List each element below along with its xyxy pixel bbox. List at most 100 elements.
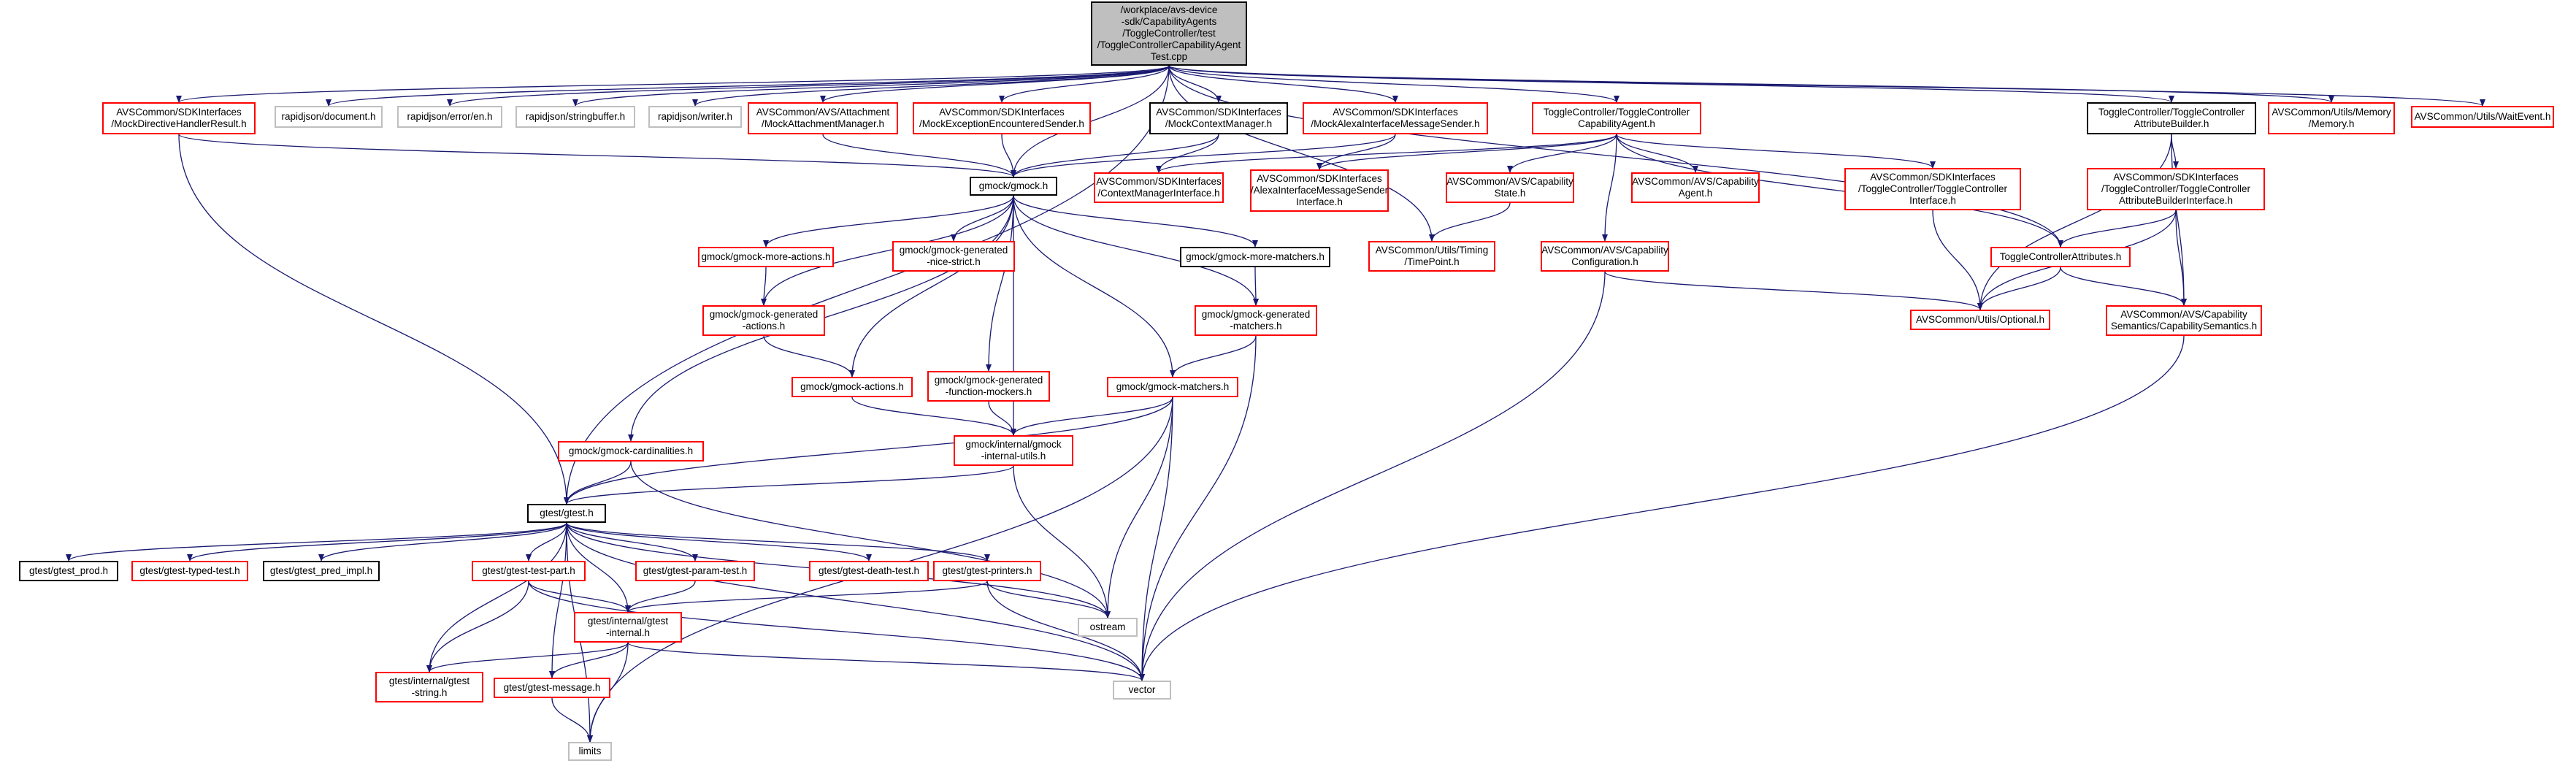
edge-n_gmock-to-n_genmatchers [1013,195,1259,306]
node-gtest-message[interactable]: gtest/gtest-message.h [494,678,610,698]
node-mock-alexa-interface-message-sender[interactable]: AVSCommon/SDKInterfaces /MockAlexaInterf… [1303,102,1488,134]
node-timing-time-point[interactable]: AVSCommon/Utils/Timing /TimePoint.h [1368,241,1495,272]
node-gtest-internal-string[interactable]: gtest/internal/gtest -string.h [375,672,483,702]
node-capability-agent[interactable]: AVSCommon/AVS/Capability Agent.h [1631,172,1760,203]
edge-n_attrbuilderif-to-n_capsemantics [2175,210,2187,306]
node-capability-state[interactable]: AVSCommon/AVS/Capability State.h [1446,172,1574,203]
edge-n_root-to-n_gmock [1011,65,1170,177]
edge-n_capstate-to-n_timepoint [1429,202,1511,242]
edge-n_root-to-n_memory [1168,65,2334,103]
node-gtest-typed-test[interactable]: gtest/gtest-typed-test.h [131,561,248,581]
node-context-manager-interface[interactable]: AVSCommon/SDKInterfaces /ContextManagerI… [1094,172,1224,203]
node-gtest-printers[interactable]: gtest/gtest-printers.h [933,561,1041,581]
node-gtest-test-part[interactable]: gtest/gtest-test-part.h [472,561,586,581]
edge-n_genmatchers-to-n_vector [1139,335,1257,681]
node-gtest-death-test[interactable]: gtest/gtest-death-test.h [809,561,929,581]
edge-n_mockdirective-to-n_gtest [178,134,570,505]
node-mock-attachment-manager[interactable]: AVSCommon/AVS/Attachment /MockAttachment… [748,102,898,134]
edge-n_root-to-n_mockexception [999,65,1170,103]
node-utils-wait-event[interactable]: AVSCommon/Utils/WaitEvent.h [2411,106,2554,128]
node-toggle-controller-interface[interactable]: AVSCommon/SDKInterfaces /ToggleControlle… [1844,168,2021,210]
edge-n_testpart-to-n_vector [528,581,1145,681]
edge-n_gmock-to-n_moreactions [763,195,1014,248]
edge-n_gtest-to-n_vector [566,522,1145,681]
node-gmock[interactable]: gmock/gmock.h [970,177,1057,196]
node-toggle-controller-attribute-builder-interface[interactable]: AVSCommon/SDKInterfaces /ToggleControlle… [2087,168,2265,210]
node-mock-context-manager[interactable]: AVSCommon/SDKInterfaces /MockContextMana… [1149,102,1288,134]
node-gmock-cardinalities[interactable]: gmock/gmock-cardinalities.h [558,441,704,461]
edge-n_mockdirective-to-n_gmock [178,134,1016,177]
edge-n_tc_agent-to-n_capagent [1616,134,1698,173]
edge-n_matchers-to-n_internalutils [1011,397,1173,436]
node-gmock-actions[interactable]: gmock/gmock-actions.h [791,377,913,397]
edge-n_internalutils-to-n_ostream [1013,465,1111,618]
node-gtest-param-test[interactable]: gtest/gtest-param-test.h [635,561,755,581]
edge-n_root-to-n_mockalexa [1168,65,1398,103]
edge-n_gtest-to-n_gtest_prod [66,522,567,562]
node-gtest-prod[interactable]: gtest/gtest_prod.h [19,561,118,581]
edge-n_root-to-n_tc_attrbuilder [1168,65,2174,103]
edge-n_root-to-n_mockcontext [1168,65,1222,103]
edge-n_paramtest-to-n_gtest_internal [625,581,696,613]
node-gtest[interactable]: gtest/gtest.h [527,504,606,523]
node-rapidjson-document[interactable]: rapidjson/document.h [275,106,383,128]
edge-n_gtest-to-n_testpart [526,522,567,562]
node-alexa-interface-message-sender-interface[interactable]: AVSCommon/SDKInterfaces /AlexaInterfaceM… [1250,169,1389,212]
edge-n_attrbuilderif-to-n_tc_attributes [2058,210,2177,248]
root-source-file-node[interactable]: /workplace/avs-device -sdk/CapabilityAge… [1091,1,1247,66]
edge-n_gmock-to-n_actions [849,195,1014,378]
node-toggle-controller-attributes[interactable]: ToggleControllerAttributes.h [1990,247,2131,267]
edge-n_gtest-to-n_pred_impl [318,522,567,562]
edge-n_printers-to-n_ostream [986,581,1111,618]
edge-n_tc_attributes-to-n_optional [1977,267,2061,310]
edge-n_gmock-to-n_funcmockers [986,195,1014,372]
node-utils-memory[interactable]: AVSCommon/Utils/Memory /Memory.h [2268,102,2395,134]
edge-n_root-to-n_tc_attributes [1168,65,2063,248]
edge-n_root-to-n_rj_document [326,65,1170,107]
node-gmock-internal-utils[interactable]: gmock/internal/gmock -internal-utils.h [954,435,1073,466]
edge-n_tc_agent-to-n_capstate [1507,134,1617,173]
node-gmock-generated-matchers[interactable]: gmock/gmock-generated -matchers.h [1195,305,1317,336]
node-gmock-generated-nice-strict[interactable]: gmock/gmock-generated -nice-strict.h [892,241,1015,272]
edge-n_gtest_internal-to-n_internal_string [426,642,629,673]
node-utils-optional[interactable]: AVSCommon/Utils/Optional.h [1910,310,2050,330]
edge-n_root-to-n_mockattachment [820,65,1170,103]
node-toggle-controller-capability-agent[interactable]: ToggleController/ToggleController Capabi… [1532,102,1701,134]
edge-n_root-to-n_timepoint [1168,65,1435,242]
edge-n_gmock-to-n_matchers [1013,195,1176,378]
node-gmock-more-actions[interactable]: gmock/gmock-more-actions.h [698,247,834,267]
edge-n_gmock-to-n_morematchers [1013,195,1258,248]
node-limits[interactable]: limits [568,742,612,761]
edge-n_tc_agent-to-n_alexasender [1316,134,1617,170]
edge-n_moreactions-to-n_genactions [761,267,767,306]
node-ostream[interactable]: ostream [1078,618,1138,637]
edge-n_mockcontext-to-n_contextmgr [1156,134,1219,173]
node-gtest-internal[interactable]: gtest/internal/gtest -internal.h [574,612,682,643]
node-gtest-pred-impl[interactable]: gtest/gtest_pred_impl.h [263,561,380,581]
edge-n_genactions-to-n_actions [763,335,855,378]
edge-n_capconfig-to-n_optional [1604,271,1983,310]
edge-n_gmock-to-n_nicestrict [951,195,1014,242]
edge-n_gtest-to-n_paramtest [566,522,698,562]
node-toggle-controller-attribute-builder[interactable]: ToggleController/ToggleController Attrib… [2087,102,2256,134]
node-capability-configuration[interactable]: AVSCommon/AVS/Capability Configuration.h [1541,241,1669,272]
node-mock-exception-encountered-sender[interactable]: AVSCommon/SDKInterfaces /MockExceptionEn… [913,102,1091,134]
edge-n_root-to-n_gtest [564,65,1170,505]
node-capability-semantics[interactable]: AVSCommon/AVS/Capability Semantics/Capab… [2106,305,2262,336]
node-rapidjson-writer[interactable]: rapidjson/writer.h [648,106,742,128]
node-gmock-matchers[interactable]: gmock/gmock-matchers.h [1107,377,1238,397]
edge-n_actions-to-n_internalutils [851,397,1016,436]
edge-n_gtest_internal-to-n_vector [627,642,1145,681]
edge-n_tc_attributes-to-n_capsemantics [2060,267,2187,306]
node-rapidjson-error-en[interactable]: rapidjson/error/en.h [397,106,502,128]
node-mock-directive-handler-result[interactable]: AVSCommon/SDKInterfaces /MockDirectiveHa… [102,102,256,134]
edge-n_tc_interface-to-n_optional [1932,210,1983,310]
node-gmock-generated-actions[interactable]: gmock/gmock-generated -actions.h [702,305,825,336]
node-vector[interactable]: vector [1113,681,1171,700]
node-gmock-more-matchers[interactable]: gmock/gmock-more-matchers.h [1180,247,1330,267]
edge-n_capsemantics-to-n_vector [1139,335,2185,681]
edge-n_internalutils-to-n_gtest [564,465,1014,505]
node-rapidjson-stringbuffer[interactable]: rapidjson/stringbuffer.h [515,106,635,128]
node-gmock-generated-function-mockers[interactable]: gmock/gmock-generated -function-mockers.… [927,371,1050,402]
